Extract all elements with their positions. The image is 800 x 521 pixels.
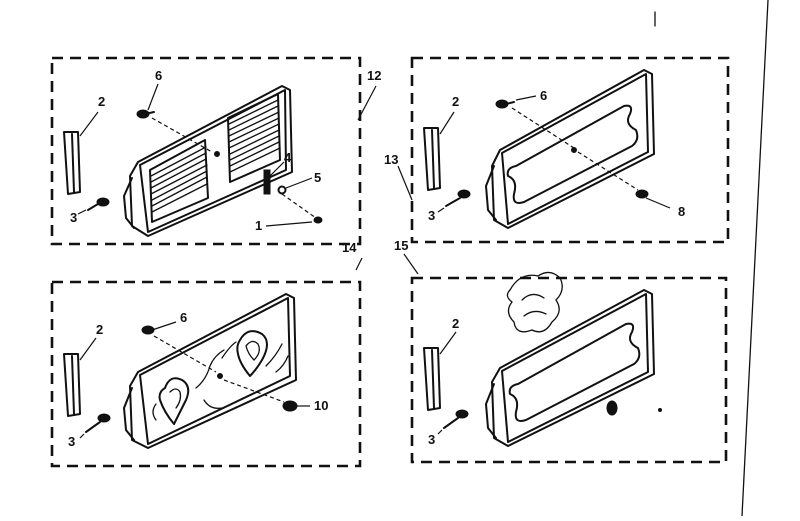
framed-window-panel-icon xyxy=(485,289,655,447)
part-label: 10 xyxy=(314,398,328,413)
screw-icon xyxy=(635,189,671,209)
part-label: 6 xyxy=(180,310,187,325)
part-label: 8 xyxy=(678,204,685,219)
part-label: 3 xyxy=(428,208,435,223)
part-label: 2 xyxy=(98,94,105,109)
group-callout: 15 xyxy=(394,238,408,253)
group-callout: 12 xyxy=(367,68,381,83)
group-callout: 14 xyxy=(342,240,357,255)
part-label: 1 xyxy=(255,218,262,233)
screw-icon xyxy=(445,189,471,207)
fastener-icon xyxy=(606,400,618,416)
screw-icon xyxy=(443,409,469,429)
screw-icon xyxy=(282,400,310,412)
part-label: 2 xyxy=(96,322,103,337)
louvered-vent-panel-icon xyxy=(123,85,293,237)
part-label: 3 xyxy=(428,432,435,447)
screw-icon xyxy=(495,99,515,109)
screw-icon xyxy=(141,321,177,335)
part-label: 3 xyxy=(68,434,75,449)
stray-mark xyxy=(658,408,662,412)
handle-bracket-icon xyxy=(63,131,81,195)
screw-icon xyxy=(136,109,155,119)
group-14-boundary xyxy=(50,280,362,468)
group-14: 2 6 10 3 14 xyxy=(50,240,363,468)
group-13: 2 6 8 3 13 xyxy=(384,56,730,244)
group-15: 2 3 15 xyxy=(394,238,728,464)
framed-window-panel-icon xyxy=(485,69,655,229)
screw-icon xyxy=(87,197,110,211)
part-label: 6 xyxy=(540,88,547,103)
bracket-icon xyxy=(263,169,271,195)
group-12-boundary xyxy=(50,56,362,246)
part-label: 4 xyxy=(284,150,292,165)
group-15-boundary xyxy=(410,276,728,464)
page-edge-line xyxy=(741,0,769,517)
group-12: 2 6 3 4 5 1 xyxy=(50,56,381,246)
smudge-mark xyxy=(506,271,563,333)
part-label: 3 xyxy=(70,210,77,225)
part-label: 2 xyxy=(452,316,459,331)
screw-icon xyxy=(313,216,323,224)
heart-pattern-panel-icon xyxy=(123,293,297,449)
handle-bracket-icon xyxy=(423,127,441,191)
handle-bracket-icon xyxy=(63,353,81,417)
part-label: 5 xyxy=(314,170,321,185)
handle-bracket-icon xyxy=(423,347,441,411)
part-label: 2 xyxy=(452,94,459,109)
screw-icon xyxy=(85,413,111,433)
screw-icon xyxy=(277,185,287,195)
group-callout: 13 xyxy=(384,152,398,167)
part-label: 6 xyxy=(155,68,162,83)
